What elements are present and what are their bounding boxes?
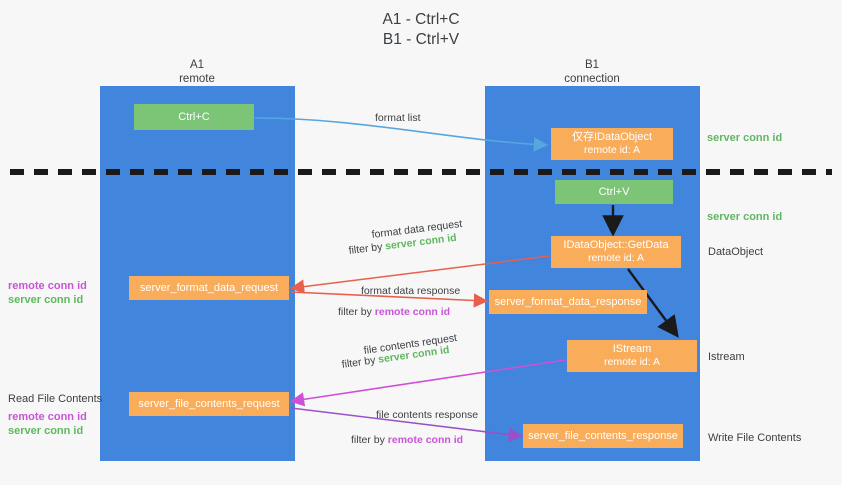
label-conn-ids-lower: remote conn id server conn id (8, 410, 87, 438)
box-server-file-contents-response-label: server_file_contents_response (528, 429, 678, 442)
label-server-conn-id-mid: server conn id (707, 211, 783, 223)
box-istream-line2: remote id: A (603, 356, 661, 368)
lane-header-a1: A1 remote (132, 58, 262, 86)
lane-a1-name: A1 (189, 59, 205, 71)
box-server-format-data-request[interactable]: server_format_data_request (129, 276, 289, 300)
box-server-format-data-response-label: server_format_data_response (494, 295, 642, 308)
box-idataobject-line1: 仅存IDataObject (571, 131, 653, 143)
label-remote-conn-id-lower: remote conn id (8, 411, 87, 423)
box-istream[interactable]: IStream remote id: A (567, 340, 697, 372)
caption-file-contents-response-filter: filter by remote conn id (351, 434, 463, 447)
caption-file-contents-response: file contents response (376, 409, 479, 421)
box-server-file-contents-request-label: server_file_contents_request (138, 397, 280, 410)
label-server-conn-id-top: server conn id (707, 132, 783, 144)
label-dataobject: DataObject (708, 246, 764, 258)
label-conn-ids-upper: remote conn id server conn id (8, 279, 87, 307)
caption-filter-prefix-3: filter by (341, 353, 380, 371)
label-istream: Istream (708, 351, 745, 363)
box-ctrl-v-label: Ctrl+V (598, 185, 630, 198)
caption-format-data-response: format data response (361, 285, 461, 297)
box-idataobject-line2: remote id: A (583, 144, 641, 156)
box-istream-line1: IStream (612, 343, 652, 355)
caption-format-list: format list (375, 112, 421, 124)
label-remote-conn-id-upper: remote conn id (8, 280, 87, 292)
title-line-1: A1 - Ctrl+C (382, 11, 460, 28)
box-ctrl-v[interactable]: Ctrl+V (555, 180, 673, 204)
lane-a1-sub: remote (179, 73, 215, 85)
box-server-file-contents-response[interactable]: server_file_contents_response (523, 424, 683, 448)
caption-remote-conn-id-2: remote conn id (387, 434, 464, 446)
label-server-conn-id-upper: server conn id (8, 294, 84, 306)
caption-filter-prefix-4: filter by (351, 434, 388, 446)
page-title: A1 - Ctrl+C B1 - Ctrl+V (0, 10, 842, 50)
box-idataobject-getdata[interactable]: IDataObject::GetData remote id: A (551, 236, 681, 268)
caption-remote-conn-id-1: remote conn id (374, 306, 451, 318)
box-server-format-data-request-label: server_format_data_request (139, 281, 279, 294)
box-server-file-contents-request[interactable]: server_file_contents_request (129, 392, 289, 416)
box-ctrl-c-label: Ctrl+C (178, 110, 210, 123)
box-server-format-data-response[interactable]: server_format_data_response (489, 290, 647, 314)
lane-b1-sub: connection (564, 73, 620, 85)
box-idataobject[interactable]: 仅存IDataObject remote id: A (551, 128, 673, 160)
box-getdata-line1: IDataObject::GetData (563, 239, 669, 251)
box-getdata-line2: remote id: A (587, 252, 645, 264)
lane-b1-name: B1 (584, 59, 600, 71)
caption-filter-prefix-1: filter by (348, 240, 386, 257)
title-line-2: B1 - Ctrl+V (382, 31, 460, 48)
lane-header-b1: B1 connection (527, 58, 657, 86)
label-server-conn-id-lower: server conn id (8, 425, 84, 437)
caption-format-data-response-filter: filter by remote conn id (338, 306, 450, 319)
label-read-file-contents: Read File Contents (8, 393, 103, 405)
caption-filter-prefix-2: filter by (338, 306, 375, 318)
box-ctrl-c[interactable]: Ctrl+C (134, 104, 254, 130)
label-write-file-contents: Write File Contents (708, 432, 802, 444)
